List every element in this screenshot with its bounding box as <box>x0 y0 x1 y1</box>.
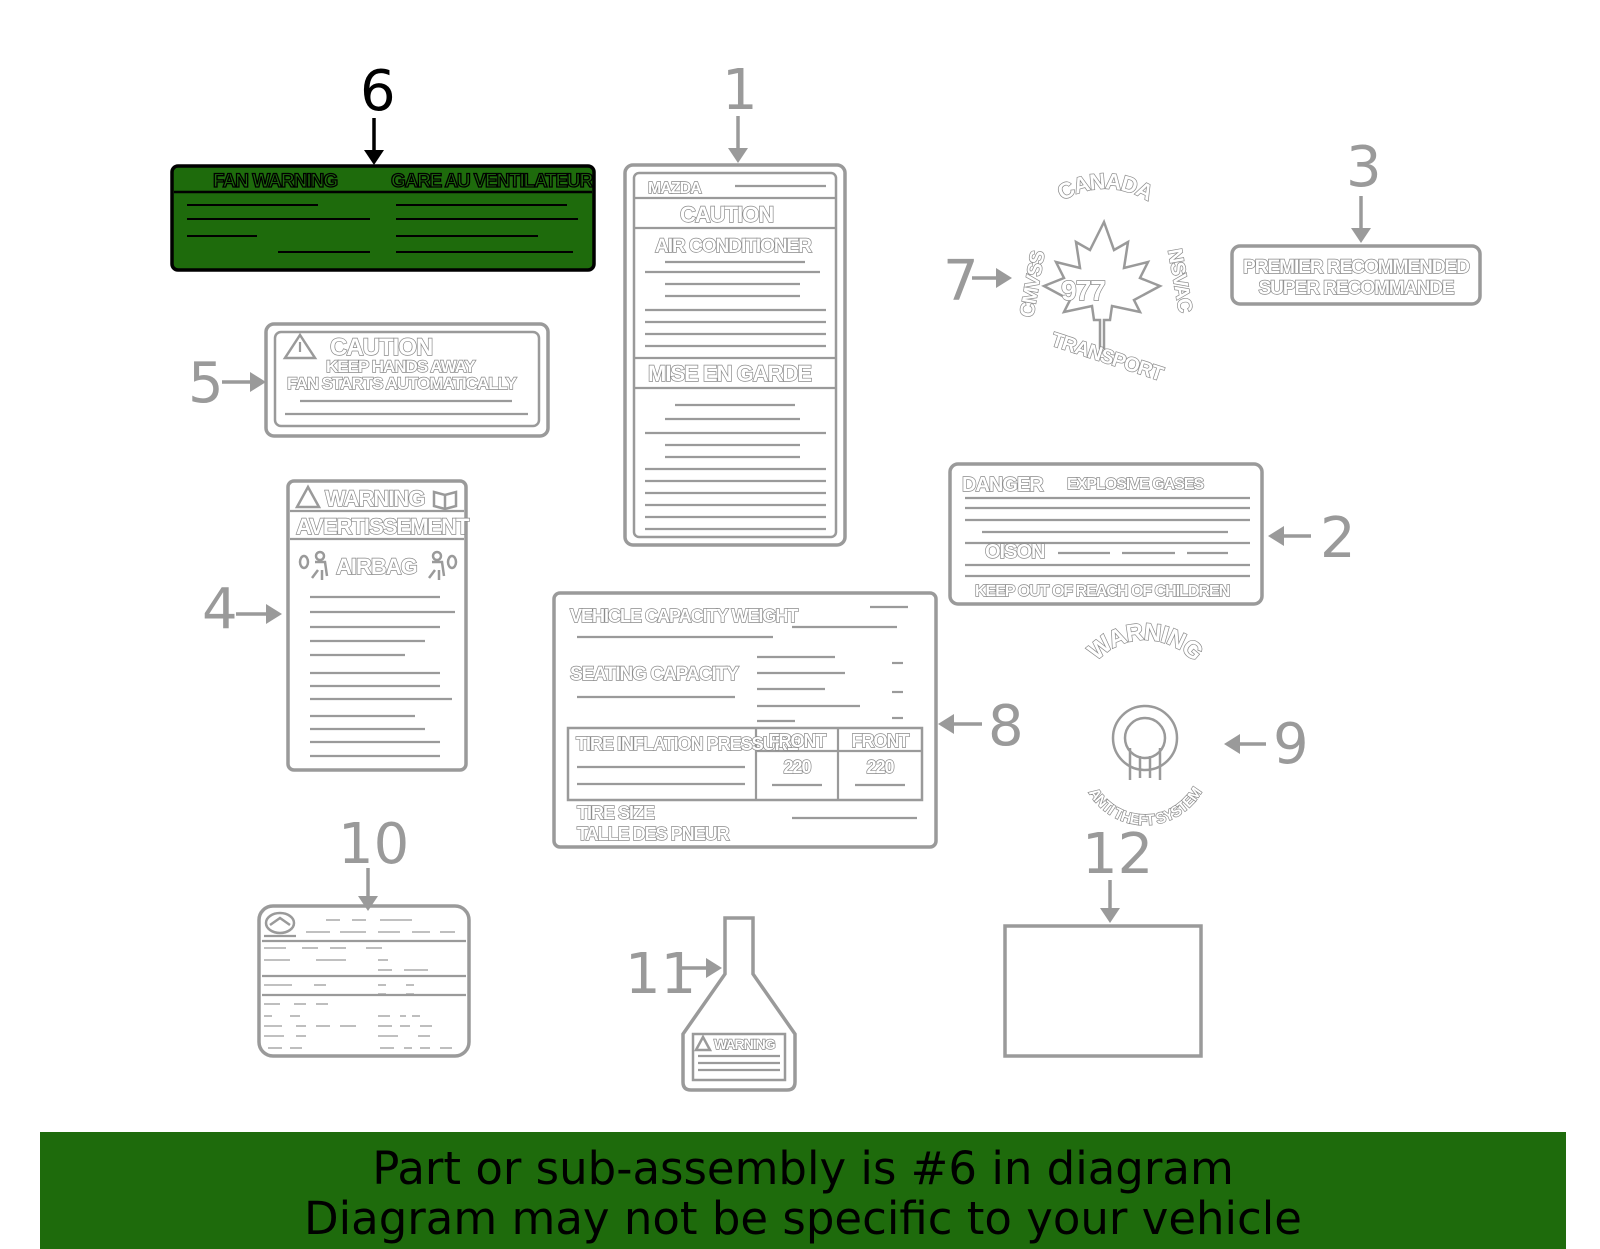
tire-seating-text: SEATING CAPACITY <box>570 664 739 685</box>
arrow-6 <box>364 118 384 165</box>
cmvss-bottom-text: TRANSPORT <box>1048 329 1165 386</box>
label-1-ac-caution[interactable]: MAZDA CAUTION AIR CONDITIONER MISE EN GA… <box>623 163 847 547</box>
airbag-warning-text: WARNING <box>325 486 424 511</box>
label-9-anti-theft[interactable]: WARNING ANTI THEFT SYSTEM <box>1082 618 1209 830</box>
callout-3: 3 <box>1346 135 1382 200</box>
arrow-9 <box>1224 734 1266 754</box>
airbag-avert-text: AVERTISSEMENT <box>296 514 470 539</box>
cmvss-left-text: CMVSS <box>1016 249 1049 319</box>
ac-text-lines-fr <box>645 403 826 531</box>
child-seat-icon <box>428 550 458 580</box>
battery-explosive-text: EXPLOSIVE GASES <box>1067 476 1204 493</box>
callout-6: 6 <box>360 59 396 124</box>
caution5-line2: FAN STARTS AUTOMATICALLY <box>287 374 517 393</box>
warning-triangle-icon <box>282 332 318 360</box>
tire-vcw-text: VEHICLE CAPACITY WEIGHT <box>570 606 798 626</box>
label-6-fan-warning[interactable]: FAN WARNING GARE AU VENTILATEUR <box>170 164 596 272</box>
cmvss-right-text: NSVAC <box>1163 247 1196 314</box>
arrow-4 <box>236 604 282 624</box>
tire-front1-text: FRONT <box>769 731 827 751</box>
child-seat-icon <box>298 550 329 580</box>
arrow-8 <box>938 714 982 734</box>
fan-warning-right-text: GARE AU VENTILATEUR <box>391 171 593 192</box>
callout-1: 1 <box>722 58 758 123</box>
callout-7: 7 <box>943 249 979 314</box>
callout-9: 9 <box>1273 712 1309 777</box>
footer-line2: Diagram may not be specific to your vehi… <box>304 1192 1302 1245</box>
label-7-cmvss-emblem[interactable]: 977 CANADA CMVSS NSVAC TRANSPORT <box>1016 168 1197 387</box>
premier-line1: PREMIER RECOMMENDED <box>1243 257 1469 278</box>
airbag-text: AIRBAG <box>336 554 417 579</box>
arrow-7 <box>972 268 1012 288</box>
mazda-logo-icon <box>264 911 296 938</box>
caution5-title: CAUTION <box>330 334 432 361</box>
caution5-line1: KEEP HANDS AWAY <box>326 357 476 376</box>
maple-leaf-icon <box>1041 218 1163 350</box>
antitheft-top-text: WARNING <box>1083 619 1208 666</box>
label-5-caution-fan[interactable]: CAUTION KEEP HANDS AWAY FAN STARTS AUTOM… <box>264 322 550 438</box>
footer-banner: Part or sub-assembly is #6 in diagram Di… <box>40 1132 1566 1249</box>
tire-size-text: TIRE SIZE <box>577 803 655 823</box>
warning-triangle-icon <box>294 484 322 509</box>
ac-subject-text: AIR CONDITIONER <box>655 236 812 257</box>
label-2-battery-danger[interactable]: DANGER EXPLOSIVE GASES OISON KEEP OUT OF… <box>948 462 1264 606</box>
ac-text-lines-en <box>645 260 826 348</box>
emission-fine-print <box>264 919 455 1049</box>
callout-8: 8 <box>988 694 1024 759</box>
ac-brand-text: MAZDA <box>648 180 702 197</box>
callout-4: 4 <box>202 577 238 642</box>
arrow-12 <box>1100 880 1120 923</box>
label-11-bottle-warning[interactable]: WARNING <box>681 916 797 1092</box>
callout-12: 12 <box>1082 822 1153 887</box>
fan-warning-left-text: FAN WARNING <box>213 171 337 192</box>
arrow-1 <box>728 116 748 163</box>
key-icon <box>1111 704 1179 780</box>
footer-line1: Part or sub-assembly is #6 in diagram <box>372 1142 1234 1195</box>
arrow-5 <box>222 372 266 392</box>
cmvss-top-text: CANADA <box>1053 168 1157 205</box>
label-10-emission-label[interactable] <box>257 904 471 1058</box>
arrow-11 <box>680 958 722 978</box>
callout-10: 10 <box>338 812 409 877</box>
label-8-tire-capacity[interactable]: VEHICLE CAPACITY WEIGHT SEATING CAPACITY… <box>552 591 938 849</box>
label-3-premier-recommended[interactable]: PREMIER RECOMMENDED SUPER RECOMMANDE <box>1230 244 1482 306</box>
ac-mise-text: MISE EN GARDE <box>648 361 811 386</box>
tire-front2-text: FRONT <box>852 731 910 751</box>
battery-poison-text: OISON <box>985 541 1045 563</box>
cmvss-number: 977 <box>1061 275 1105 306</box>
tire-taille-text: TALLE DES PNEUR <box>577 824 730 844</box>
arrow-2 <box>1268 526 1311 546</box>
bottle-warning-text: WARNING <box>714 1036 776 1052</box>
callout-11: 11 <box>625 942 696 1007</box>
tire-val2-text: 220 <box>866 757 894 777</box>
arrow-3 <box>1351 196 1371 243</box>
premier-line2: SUPER RECOMMANDE <box>1258 278 1453 299</box>
arrow-10 <box>358 868 378 911</box>
airbag-text-lines <box>310 595 455 758</box>
label-4-airbag-warning[interactable]: WARNING AVERTISSEMENT AIRBAG <box>286 479 472 772</box>
callout-5: 5 <box>188 351 224 416</box>
manual-book-icon <box>432 490 458 511</box>
ac-caution-text: CAUTION <box>680 202 773 227</box>
callout-2: 2 <box>1320 506 1356 571</box>
battery-danger-text: DANGER <box>962 474 1044 496</box>
fan-warning-text-lines <box>187 204 578 253</box>
tire-val1-text: 220 <box>783 757 811 777</box>
seating-lines <box>577 655 903 723</box>
battery-keep-text: KEEP OUT OF REACH OF CHILDREN <box>975 583 1230 600</box>
tire-pressure-text: TIRE INFLATION PRESSURE <box>576 734 799 754</box>
label-12-blank[interactable] <box>1003 924 1203 1058</box>
